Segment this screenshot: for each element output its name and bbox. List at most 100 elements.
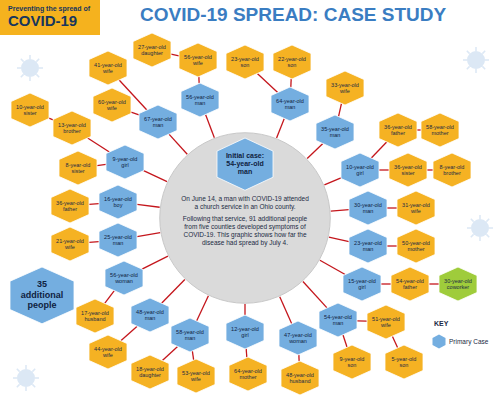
text-block: 30-year-old man bbox=[353, 202, 383, 215]
spread-line bbox=[298, 355, 300, 362]
node-text: 21-year-old wife bbox=[55, 238, 85, 251]
secondary-case-hexagon: 36-year-old sister bbox=[389, 153, 427, 187]
spread-line bbox=[121, 326, 137, 340]
spread-line bbox=[105, 291, 115, 304]
spread-line bbox=[303, 282, 327, 308]
node-text: 31-year-old wife bbox=[401, 202, 431, 215]
text-block: 56-year-old man bbox=[185, 94, 215, 107]
node-text: Preventing the spread of bbox=[8, 5, 92, 13]
secondary-case-hexagon: 17-year-old husband bbox=[76, 299, 114, 333]
hexagon-shape bbox=[391, 267, 429, 301]
primary-case-hexagon: 30-year-old man bbox=[349, 191, 387, 225]
initial-case-hexagon: Initial case: 54-year-old man bbox=[217, 138, 273, 190]
hexagon-shape bbox=[139, 105, 177, 139]
text-block: 27-year-old daughter bbox=[137, 44, 167, 57]
hexagon-shape bbox=[171, 318, 209, 352]
primary-case-hexagon: 67-year-old man bbox=[139, 105, 177, 139]
hexagon-shape bbox=[226, 45, 264, 79]
node-text: 8-year-old sister bbox=[63, 162, 93, 175]
text-block: 25-year-old man bbox=[103, 234, 133, 247]
secondary-case-hexagon: 27-year-old daughter bbox=[133, 33, 171, 67]
text-block: 36-year-old father bbox=[55, 200, 85, 213]
hexagon-shape bbox=[421, 113, 459, 147]
spread-line bbox=[331, 210, 349, 211]
hexagon-shape bbox=[93, 88, 131, 122]
virus-icon bbox=[467, 215, 493, 241]
hexagon-shape bbox=[333, 345, 371, 379]
hexagon-shape bbox=[279, 321, 317, 355]
node-text: 30-year-old man bbox=[353, 202, 383, 215]
hexagon-shape bbox=[229, 357, 267, 391]
hexagon-shape bbox=[51, 227, 89, 261]
node-text: 48-year-old husband bbox=[285, 372, 315, 385]
secondary-case-hexagon: 56-year-old wife bbox=[179, 43, 217, 77]
node-text: 64-year-old mother bbox=[233, 368, 263, 381]
secondary-case-hexagon: 48-year-old husband bbox=[281, 361, 319, 395]
node-text: 9-year-old girl bbox=[110, 156, 140, 169]
text-block: 9-year-old girl bbox=[110, 156, 140, 169]
spread-line bbox=[429, 283, 439, 284]
spread-line bbox=[357, 320, 367, 322]
hexagon-shape bbox=[379, 113, 417, 147]
spread-line bbox=[343, 335, 347, 347]
hexagon-shape bbox=[397, 229, 435, 263]
primary-case-hexagon: 54-year-old man bbox=[319, 303, 357, 337]
node-text: 13-year-old brother bbox=[57, 122, 87, 135]
spread-line bbox=[142, 256, 168, 269]
legend-entry: Primary Case bbox=[432, 334, 488, 349]
spread-line bbox=[137, 204, 160, 207]
legend-swatch bbox=[432, 334, 446, 349]
node-text: 16-year-old boy bbox=[103, 196, 133, 209]
node-text: 56-year-old wife bbox=[183, 54, 213, 67]
text-block: 51-year-old wife bbox=[371, 316, 401, 329]
hexagon-shape bbox=[433, 153, 471, 187]
spread-line bbox=[169, 134, 187, 154]
primary-case-hexagon: 56-year-old man bbox=[181, 83, 219, 117]
text-block: 54-year-old man bbox=[323, 314, 353, 327]
secondary-case-hexagon: 23-year-old son bbox=[226, 45, 264, 79]
text-block: 5-year-old son bbox=[389, 356, 419, 369]
hexagon-shape bbox=[10, 267, 74, 324]
virus-icon bbox=[13, 365, 39, 391]
text-block: 54-year-old father bbox=[395, 278, 425, 291]
hexagon-shape bbox=[89, 51, 127, 85]
primary-case-hexagon: 9-year-old girl bbox=[106, 145, 144, 179]
spread-line bbox=[387, 207, 397, 208]
node-text: Following that service, 91 additional pe… bbox=[181, 215, 309, 247]
spread-line bbox=[379, 169, 389, 170]
hexagon-shape bbox=[271, 87, 309, 121]
secondary-case-hexagon: 50-year-old mother bbox=[397, 229, 435, 263]
text-block: 64-year-old man bbox=[275, 98, 305, 111]
node-text: 17-year-old husband bbox=[80, 310, 110, 323]
initial-event-circle: On June 14, a man with COVID-19 attended… bbox=[159, 132, 331, 304]
spread-line bbox=[392, 336, 397, 348]
node-text: 35 additional people bbox=[17, 279, 67, 310]
secondary-case-hexagon: 9-year-old son bbox=[333, 345, 371, 379]
primary-case-hexagon: 16-year-old boy bbox=[99, 185, 137, 219]
spread-line bbox=[339, 103, 342, 116]
primary-case-hexagon: 64-year-old man bbox=[271, 87, 309, 121]
hexagon-shape bbox=[181, 83, 219, 117]
text-block: 33-year-old wife bbox=[330, 82, 360, 95]
spread-line bbox=[257, 73, 277, 92]
hexagon-shape bbox=[99, 185, 137, 219]
spread-line bbox=[162, 346, 177, 360]
hexagon-shape bbox=[133, 33, 171, 67]
spread-line bbox=[324, 178, 341, 185]
spread-line bbox=[290, 79, 292, 88]
secondary-case-hexagon: 60-year-old wife bbox=[93, 88, 131, 122]
legend-heading: KEY bbox=[434, 320, 448, 327]
text-block: 10-year-old girl bbox=[345, 164, 375, 177]
node-text: 8-year-old brother bbox=[437, 164, 467, 177]
additional-cases-hexagon: 35 additional people bbox=[10, 267, 74, 324]
spread-line bbox=[371, 142, 386, 158]
spread-line bbox=[88, 138, 110, 152]
spread-line bbox=[171, 54, 179, 56]
secondary-case-hexagon: 36-year-old father bbox=[51, 189, 89, 223]
primary-case-hexagon: 47-year-old woman bbox=[279, 321, 317, 355]
node-text: 10-year-old girl bbox=[345, 164, 375, 177]
secondary-case-hexagon: 10-year-old sister bbox=[11, 93, 49, 127]
swatch-hexagon bbox=[433, 335, 446, 349]
hexagon-shape bbox=[349, 191, 387, 225]
text-block: 56-year-old woman bbox=[109, 272, 139, 285]
